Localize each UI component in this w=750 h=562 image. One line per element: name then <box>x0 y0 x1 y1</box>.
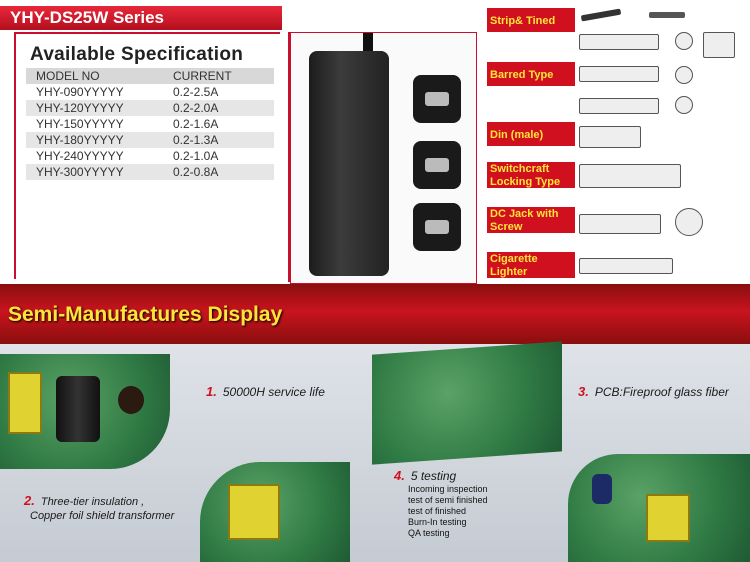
model-cell: YHY-090YYYYY <box>36 85 124 99</box>
current-cell: 0.2-1.0A <box>173 149 219 163</box>
column-header-model: MODEL NO <box>36 69 100 83</box>
semi-manufactures-display: 1.50000H service life 3.PCB:Fireproof gl… <box>0 341 750 562</box>
socket-c14-image <box>413 203 461 251</box>
list-item: Burn-In testing <box>408 517 467 527</box>
table-row: YHY-150YYYYY 0.2-1.6A <box>26 116 274 132</box>
model-cell: YHY-150YYYYY <box>36 117 124 131</box>
model-cell: YHY-300YYYYY <box>36 165 124 179</box>
feature-3: 3.PCB:Fireproof glass fiber <box>578 384 729 399</box>
table-row: YHY-180YYYYY 0.2-1.3A <box>26 132 274 148</box>
dc-jack-image <box>579 200 744 244</box>
cigarette-label: Cigarette Lighter <box>487 252 575 278</box>
testing-list: Incoming inspection test of semi finishe… <box>408 484 488 539</box>
din-plug-image <box>579 120 744 150</box>
current-cell: 0.2-2.0A <box>173 101 219 115</box>
socket-c8-image <box>413 141 461 189</box>
list-item: test of semi finished <box>408 495 488 505</box>
table-header-row: MODEL NO CURRENT <box>26 68 274 84</box>
series-title: YHY-DS25W Series <box>0 6 282 30</box>
switchcraft-label: Switchcraft Locking Type <box>487 162 575 188</box>
red-divider <box>288 32 290 282</box>
strip-tined-wires-image <box>579 6 744 36</box>
spec-heading: Available Specification <box>30 44 244 65</box>
barred-type-plugs-image <box>579 30 744 118</box>
model-cell: YHY-180YYYYY <box>36 133 124 147</box>
feature-1: 1.50000H service life <box>206 384 325 399</box>
model-cell: YHY-240YYYYY <box>36 149 124 163</box>
table-row: YHY-240YYYYY 0.2-1.0A <box>26 148 274 164</box>
switchcraft-plug-image <box>579 160 744 192</box>
feature-4: 4.5 testing <box>394 468 457 483</box>
current-cell: 0.2-2.5A <box>173 85 219 99</box>
strip-tined-label: Strip& Tined <box>487 8 575 32</box>
cigarette-plug-image <box>579 250 744 280</box>
socket-c8-image <box>413 75 461 123</box>
feature-2: 2.Three-tier insulation , Copper foil sh… <box>24 493 175 523</box>
pcb-glass-fiber-photo <box>372 341 562 465</box>
table-row: YHY-090YYYYY 0.2-2.5A <box>26 84 274 100</box>
pcb-testing-photo <box>568 454 750 562</box>
adapter-cable <box>363 33 373 55</box>
current-cell: 0.2-0.8A <box>173 165 219 179</box>
pcb-capacitor-photo <box>0 354 170 469</box>
current-cell: 0.2-1.6A <box>173 117 219 131</box>
transformer-photo <box>200 462 350 562</box>
connector-panel: Strip& Tined Barred Type Din (male) Swit… <box>477 0 750 284</box>
spec-table: MODEL NO CURRENT YHY-090YYYYY 0.2-2.5A Y… <box>26 68 274 180</box>
table-row: YHY-300YYYYY 0.2-0.8A <box>26 164 274 180</box>
section-title: Semi-Manufactures Display <box>8 303 283 326</box>
dc-jack-label: DC Jack with Screw <box>487 207 575 233</box>
spec-panel <box>14 32 280 279</box>
model-cell: YHY-120YYYYY <box>36 101 124 115</box>
power-adapter-image <box>309 51 389 276</box>
section-band <box>0 284 750 344</box>
list-item: Incoming inspection <box>408 484 488 494</box>
barred-type-label: Barred Type <box>487 62 575 86</box>
list-item: QA testing <box>408 528 450 538</box>
spec-section: YHY-DS25W Series Available Specification… <box>0 0 750 284</box>
table-row: YHY-120YYYYY 0.2-2.0A <box>26 100 274 116</box>
list-item: test of finished <box>408 506 467 516</box>
current-cell: 0.2-1.3A <box>173 133 219 147</box>
column-header-current: CURRENT <box>173 69 232 83</box>
din-male-label: Din (male) <box>487 122 575 146</box>
adapter-photo <box>290 32 477 284</box>
